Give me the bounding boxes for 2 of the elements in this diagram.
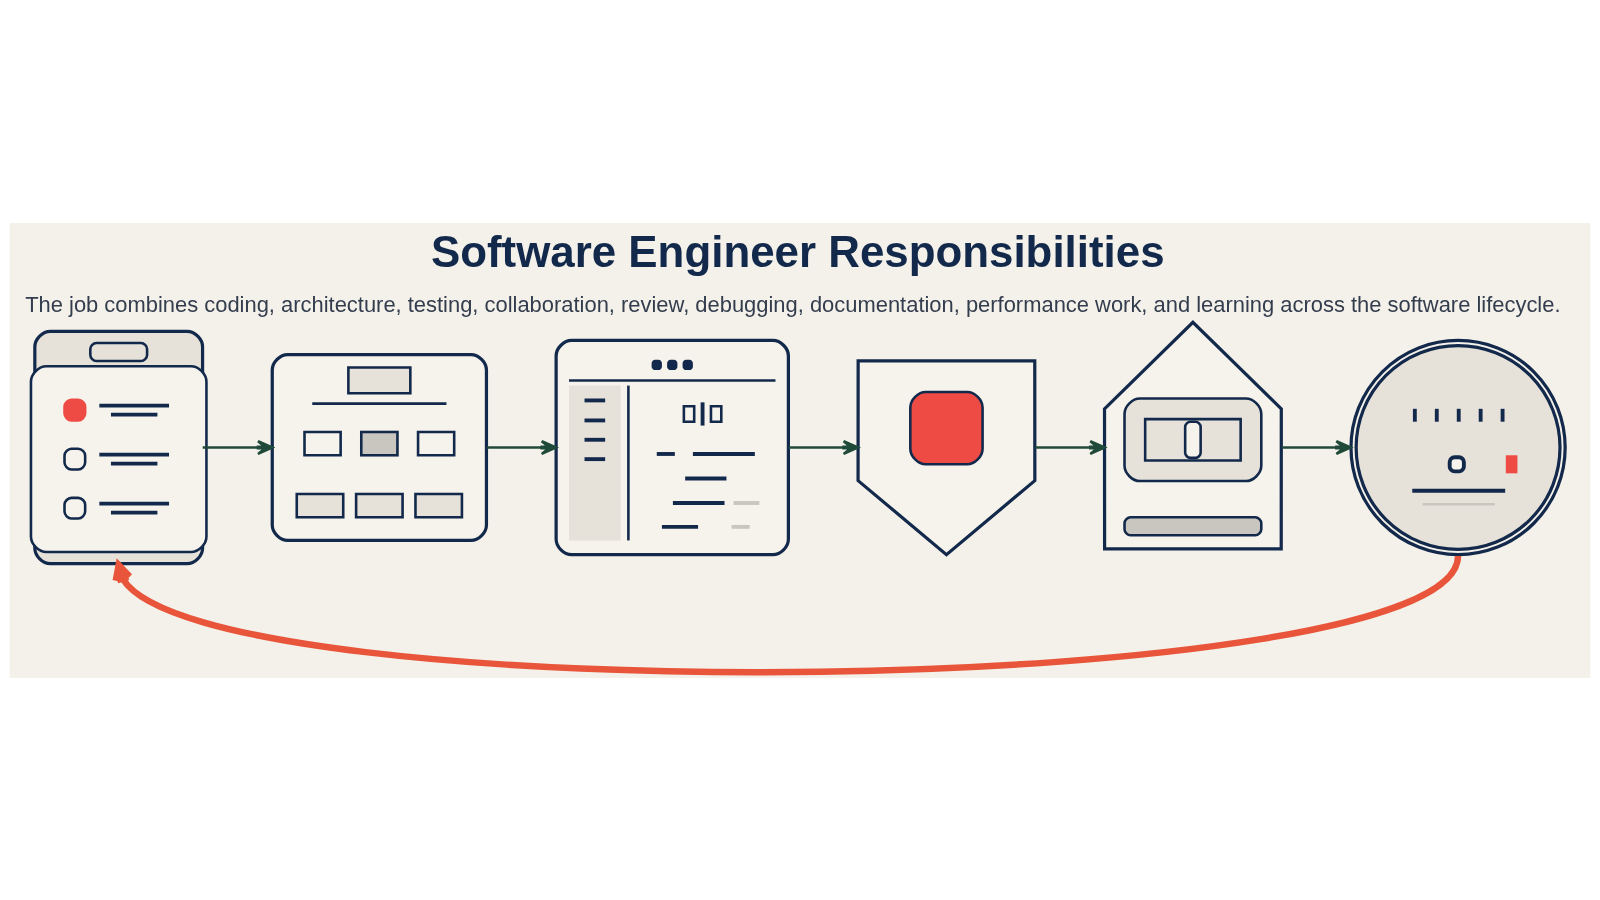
caption: The job combines coding, architecture, testing, collaboration, review, debugging, documentation, performance work, and learning across the software lifecycle. — [25, 291, 1561, 317]
diagram-title: Software Engineer Responsibilities — [430, 226, 1165, 276]
